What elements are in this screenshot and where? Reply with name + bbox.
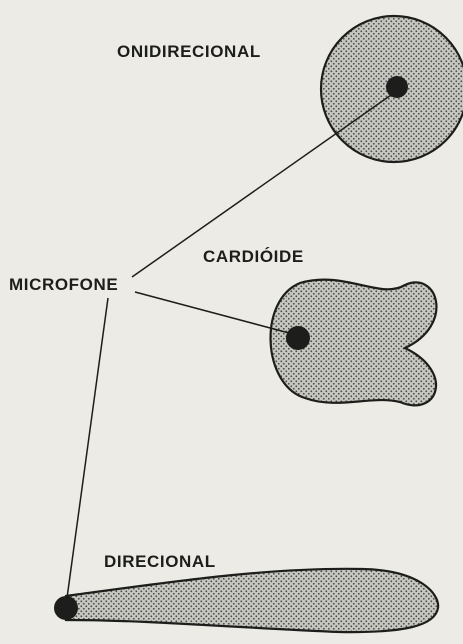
omnidirectional-pattern [321,16,463,162]
omnidirectional-microphone-icon [386,76,408,98]
cardioid-microphone-icon [286,326,310,350]
cardioid-pattern [271,280,437,406]
label-microphone: MICROFONE [9,275,118,294]
directional-pickup-area [66,569,438,632]
label-directional: DIRECIONAL [104,552,216,571]
directional-microphone-icon [54,596,78,620]
label-omnidirectional: ONIDIRECIONAL [117,42,261,61]
leader-line-cardioid [135,292,289,333]
leader-line-directional [67,298,108,598]
directional-pattern [54,569,438,632]
label-cardioid: CARDIÓIDE [203,247,304,266]
